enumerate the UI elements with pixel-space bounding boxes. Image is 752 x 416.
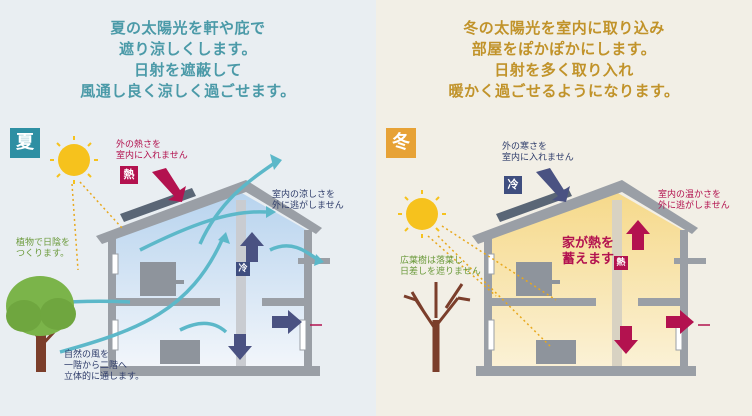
winter-tree-label: 広葉樹は落葉し 日差しを遮りません	[400, 256, 481, 278]
winter-heat-chip: 熱	[614, 256, 628, 270]
summer-cool-keep-line-1: 室内の涼しさを	[272, 190, 336, 200]
summer-house-illustration	[6, 136, 330, 376]
summer-plant-line-2: つくります。	[16, 249, 70, 259]
summer-eave	[298, 258, 330, 264]
summer-outside-heat-line-1: 外の熱さを	[116, 140, 162, 150]
winter-desk	[536, 280, 560, 284]
winter-outside-cold-label: 外の寒さを 室内に入れません	[502, 142, 574, 164]
winter-ground-floor	[476, 366, 696, 376]
winter-cold-arrow	[536, 168, 570, 202]
winter-solar-panel	[496, 188, 572, 222]
summer-wind-arrowheads	[218, 154, 324, 266]
winter-store-heat-label: 家が熱を 蓄えます	[562, 236, 614, 268]
summer-cold-chip: 冷	[236, 262, 250, 276]
winter-bare-tree-icon	[403, 282, 471, 372]
summer-cool-up-arrow	[240, 232, 264, 262]
summer-badge: 夏	[10, 128, 40, 158]
summer-wind-line-1: 自然の風を	[64, 350, 110, 360]
winter-headline-line-1: 冬の太陽光を室内に取り込み	[463, 19, 665, 37]
winter-cold-chip: 冷	[504, 176, 522, 194]
winter-outside-cold-line-1: 外の寒さを	[502, 142, 548, 152]
winter-shelf	[516, 262, 552, 296]
summer-wind-line-2: 一階から二階へ	[64, 361, 128, 371]
summer-heat-arrow	[152, 168, 186, 202]
summer-ground-floor	[100, 366, 320, 376]
winter-eave	[674, 258, 706, 264]
summer-desk	[160, 280, 184, 284]
summer-headline-line-2: 遮り涼しくします。	[118, 40, 257, 58]
winter-sofa	[536, 340, 576, 364]
winter-heat-down-arrow	[614, 326, 638, 354]
summer-outside-heat-label: 外の熱さを 室内に入れません	[116, 140, 188, 162]
summer-headline: 夏の太陽光を軒や庇で 遮り涼しくします。 日射を遮蔽して 風通し良く涼しく過ごせ…	[0, 18, 376, 102]
winter-store-heat-line-2: 蓄えます	[562, 252, 615, 267]
summer-wind-line-3: 立体的に通します。	[64, 372, 145, 382]
summer-wind-label: 自然の風を 一階から二階へ 立体的に通します。	[64, 350, 144, 383]
summer-cool-keep-label: 室内の涼しさを 外に逃がしません	[272, 190, 344, 212]
winter-tree-line-2: 日差しを遮りません	[400, 267, 481, 277]
summer-roof	[96, 180, 322, 244]
summer-window-right	[299, 319, 307, 351]
winter-stair-column	[612, 200, 622, 374]
winter-window-upper	[487, 253, 495, 275]
winter-second-floor-right	[638, 298, 688, 306]
winter-house-illustration	[398, 168, 710, 376]
winter-headline-line-3: 日射を多く取り入れ	[494, 61, 634, 79]
winter-warm-keep-line-1: 室内の温かさを	[658, 190, 722, 200]
summer-sofa	[160, 340, 200, 364]
summer-stair-column	[236, 200, 246, 374]
winter-roof	[472, 180, 698, 244]
summer-outside-heat-line-2: 室内に入れません	[116, 151, 188, 161]
winter-second-floor	[484, 298, 596, 306]
winter-outside-cold-line-2: 室内に入れません	[502, 153, 574, 163]
winter-warm-keep-line-2: 外に逃がしません	[658, 201, 730, 211]
summer-sun-icon	[50, 136, 98, 184]
summer-headline-line-3: 日射を遮蔽して	[133, 61, 243, 79]
winter-warm-keep-label: 室内の温かさを 外に逃がしません	[658, 190, 730, 212]
summer-panel: 夏の太陽光を軒や庇で 遮り涼しくします。 日射を遮蔽して 風通し良く涼しく過ごせ…	[0, 0, 376, 416]
winter-window-lower	[487, 319, 495, 351]
summer-plant-label: 植物で日陰を つくります。	[16, 238, 70, 260]
summer-plant-line-1: 植物で日陰を	[16, 238, 71, 248]
summer-sun-rays	[71, 181, 123, 271]
summer-cool-keep-line-2: 外に逃がしません	[272, 201, 344, 211]
summer-headline-line-4: 風通し良く涼しく過ごせます。	[80, 82, 296, 100]
winter-headline-line-2: 部屋をぽかぽかにします。	[471, 40, 657, 58]
summer-second-floor	[108, 298, 220, 306]
summer-cool-down-arrow	[228, 334, 252, 360]
winter-tree-line-1: 広葉樹は落葉し	[400, 256, 464, 266]
summer-window-upper	[111, 253, 119, 275]
winter-headline-line-4: 暖かく過ごせるようになります。	[448, 82, 680, 100]
summer-tree-icon	[6, 276, 76, 372]
summer-second-floor-right	[262, 298, 312, 306]
summer-heat-chip: 熱	[120, 166, 138, 184]
winter-badge: 冬	[386, 128, 416, 158]
winter-sun-icon	[398, 190, 446, 238]
winter-headline: 冬の太陽光を室内に取り込み 部屋をぽかぽかにします。 日射を多く取り入れ 暖かく…	[376, 18, 752, 102]
summer-shelf	[140, 262, 176, 296]
winter-sun-rays	[427, 225, 557, 347]
winter-panel: 冬の太陽光を室内に取り込み 部屋をぽかぽかにします。 日射を多く取り入れ 暖かく…	[376, 0, 752, 416]
winter-store-heat-line-1: 家が熱を	[562, 236, 615, 251]
summer-headline-line-1: 夏の太陽光を軒や庇で	[110, 19, 266, 37]
summer-cool-keep-arrow	[272, 310, 302, 334]
winter-heat-up-arrow	[626, 220, 650, 250]
winter-warm-keep-arrow	[666, 310, 694, 334]
